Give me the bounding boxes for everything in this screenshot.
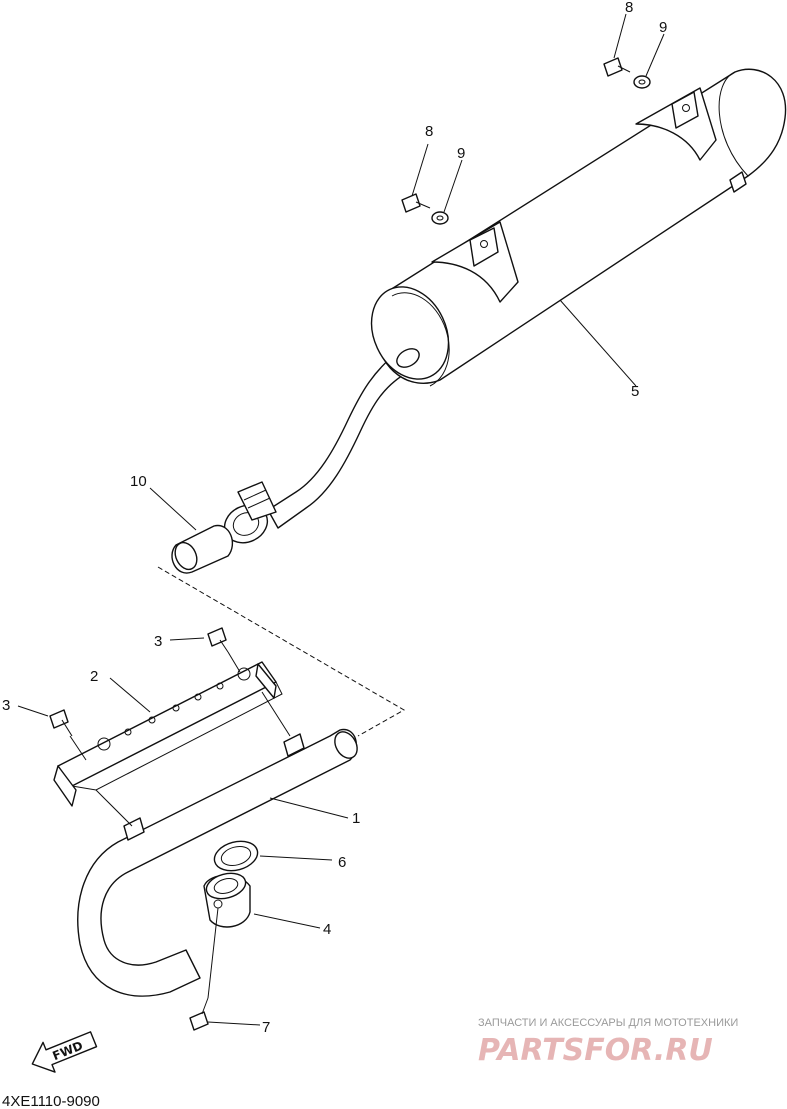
exhaust-flange — [203, 872, 251, 928]
diagram-code: 4XE1110-9090 — [2, 1093, 100, 1109]
muffler — [267, 68, 787, 529]
watermark-caption: ЗАПЧАСТИ И АКСЕССУАРЫ ДЛЯ МОТОТЕХНИКИ — [478, 1017, 738, 1029]
watermark-brand: PARTSFOR.RU — [478, 1033, 713, 1068]
gasket-ring — [213, 840, 259, 872]
connection-dashed-line — [157, 566, 406, 737]
part-label-9-front: 9 — [457, 145, 465, 162]
part-label-8-front: 8 — [425, 123, 433, 140]
bolt-3-left — [49, 709, 73, 737]
part-label-3-top: 3 — [154, 633, 162, 650]
bolt-8-rear — [603, 57, 631, 77]
part-label-5: 5 — [631, 383, 639, 400]
part-label-2: 2 — [90, 668, 98, 685]
part-label-10: 10 — [130, 473, 147, 490]
bolt-8-front — [401, 193, 431, 213]
bolt-7 — [189, 997, 209, 1031]
washer-9-front — [431, 211, 449, 225]
part-label-6: 6 — [338, 854, 346, 871]
heat-protector — [53, 661, 283, 807]
part-label-8-rear: 8 — [625, 0, 633, 16]
part-label-1: 1 — [352, 810, 360, 827]
part-label-9-rear: 9 — [659, 19, 667, 36]
part-label-4: 4 — [323, 921, 331, 938]
part-label-7: 7 — [262, 1019, 270, 1036]
callout-leaders — [17, 13, 665, 1026]
fwd-arrow: FWD — [31, 1031, 98, 1073]
washer-9-rear — [633, 75, 651, 89]
bolt-3-top — [207, 627, 229, 653]
pipe-clamp — [223, 481, 277, 544]
part-label-3-left: 3 — [2, 697, 10, 714]
assembly-lines — [69, 651, 291, 999]
gasket-sleeve — [171, 524, 233, 574]
